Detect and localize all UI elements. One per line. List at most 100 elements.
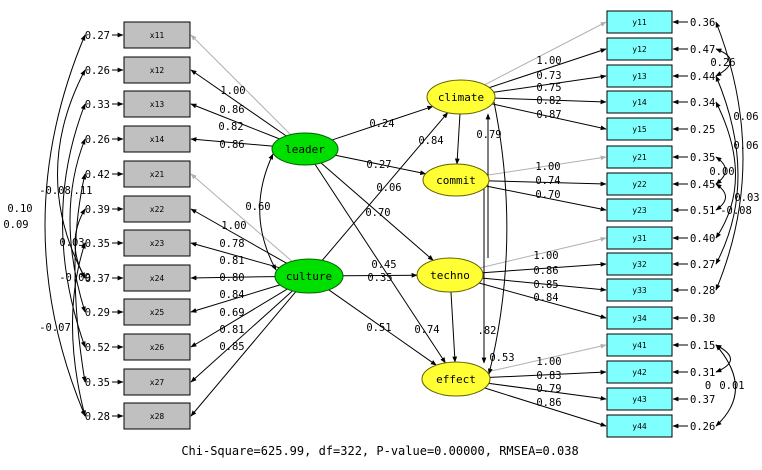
y-indicator-box-y44: y44 — [606, 414, 673, 438]
x-indicator-label: x21 — [150, 170, 165, 179]
y-indicator-rect — [606, 306, 673, 330]
latent-effect: effect — [421, 361, 491, 397]
latent-leader: leader — [271, 132, 339, 166]
fit-statistics: Chi-Square=625.99, df=322, P-value=0.000… — [181, 444, 578, 458]
loading-value-y21: 1.00 — [535, 161, 560, 173]
y-error-value: 0.45 — [690, 179, 715, 191]
y-indicator-label: y41 — [632, 341, 647, 350]
labels-layer: 0.270.260.330.260.420.390.350.370.290.52… — [3, 17, 759, 433]
loading-value-y41: 1.00 — [536, 356, 561, 368]
y-error-cov-1 — [715, 21, 744, 291]
y-indicator-rect — [606, 145, 673, 169]
loading-value-x26: 0.69 — [219, 307, 244, 319]
loading-arrow-techno-y33 — [482, 277, 607, 292]
loading-arrow-leader-x11 — [190, 34, 291, 135]
loading-arrow-leader-x12 — [190, 69, 287, 137]
loading-arrow-culture-x27 — [190, 290, 293, 383]
x-error-value: 0.42 — [85, 169, 110, 181]
loading-arrow-techno-y31 — [479, 236, 607, 269]
y-error-value: 0.15 — [690, 340, 715, 352]
x-error-cov-5 — [74, 173, 87, 383]
x-indicator-box-x22: x22 — [123, 195, 191, 223]
y-indicator-rect — [606, 198, 673, 222]
y-indicator-rect — [606, 226, 673, 250]
path-leader-commit — [335, 154, 427, 176]
loading-arrow-climate-y13 — [493, 74, 607, 93]
loading-value-x21: 1.00 — [221, 220, 246, 232]
latent-ellipse — [274, 258, 344, 294]
loading-value-y12: 0.73 — [536, 70, 561, 82]
y-error-value: 0.31 — [690, 367, 715, 379]
y-indicator-rect — [606, 360, 673, 384]
loading-value-y42: 0.83 — [536, 370, 561, 382]
loading-arrow-culture-x24 — [190, 275, 276, 281]
y-error-value: 0.51 — [690, 205, 715, 217]
x-indicator-box-x25: x25 — [123, 298, 191, 326]
loading-arrow-culture-x23 — [190, 242, 280, 269]
x-indicator-label: x11 — [150, 31, 165, 40]
path-culture-effect-value: 0.51 — [366, 322, 391, 334]
y-indicator-box-y22: y22 — [606, 172, 673, 196]
y-indicator-label: y42 — [632, 368, 647, 377]
y-error-cov-value-2: 0.06 — [733, 111, 758, 123]
loading-arrow-effect-y43 — [488, 382, 607, 401]
y-error-value: 0.27 — [690, 259, 715, 271]
loading-value-x27: 0.81 — [219, 324, 244, 336]
y-indicator-rect — [606, 10, 673, 34]
x-indicator-rect — [123, 298, 191, 326]
x-error-cov-4 — [69, 138, 86, 313]
path-leader-effect — [314, 163, 446, 364]
y-error-cov-value-7: 0.01 — [719, 380, 744, 392]
latent-ellipse — [416, 257, 484, 293]
y-indicator-label: y31 — [632, 234, 647, 243]
path-climate-commit-value: 0.84 — [418, 135, 443, 147]
y-error-cov-6 — [715, 183, 726, 211]
path-leader-climate — [332, 105, 434, 141]
y-indicator-box-y34: y34 — [606, 306, 673, 330]
y-error-cov-3 — [715, 75, 739, 265]
y-error-value: 0.40 — [690, 233, 715, 245]
loading-arrow-commit-y21 — [487, 155, 607, 176]
x-error-value: 0.35 — [85, 377, 110, 389]
x-error-value: 0.27 — [85, 30, 110, 42]
x-indicator-box-x12: x12 — [123, 56, 191, 84]
x-indicator-label: x13 — [150, 100, 165, 109]
y-indicator-label: y32 — [632, 260, 647, 269]
path-leader-techno — [320, 162, 434, 261]
loading-value-x28: 0.85 — [219, 341, 244, 353]
latent-label: leader — [285, 143, 325, 156]
loading-value-y13: 0.75 — [536, 82, 561, 94]
x-indicator-label: x25 — [150, 308, 165, 317]
y-indicator-box-y43: y43 — [606, 387, 673, 411]
x-indicator-rect — [123, 195, 191, 223]
y-indicator-rect — [606, 252, 673, 276]
y-indicator-label: y22 — [632, 180, 647, 189]
latent-techno: techno — [416, 257, 484, 293]
y-error-value: 0.30 — [690, 313, 715, 325]
path-leader-techno-value: 0.06 — [376, 182, 401, 194]
x-indicator-label: x22 — [150, 205, 165, 214]
x-error-cov-value-1: -0.08 — [39, 185, 71, 197]
x-indicator-rect — [123, 21, 191, 49]
loading-arrow-effect-y42 — [489, 369, 607, 378]
y-error-value: 0.26 — [690, 421, 715, 433]
y-indicator-label: y14 — [632, 98, 647, 107]
y-indicator-box-y32: y32 — [606, 252, 673, 276]
y-error-value: 0.28 — [690, 285, 715, 297]
x-indicator-rect — [123, 264, 191, 292]
loading-value-y11: 1.00 — [536, 55, 561, 67]
x-indicator-box-x24: x24 — [123, 264, 191, 292]
latent-label: effect — [436, 373, 476, 386]
loading-arrow-commit-y22 — [488, 180, 607, 187]
loading-value-y14: 0.82 — [536, 95, 561, 107]
latent-label: climate — [438, 91, 484, 104]
loading-arrow-climate-y15 — [491, 103, 607, 131]
path-techno-effect-value: 0.74 — [414, 324, 439, 336]
x-indicator-box-x21: x21 — [123, 160, 191, 188]
loading-value-x24: 0.80 — [219, 272, 244, 284]
path-culture-climate-value: 0.45 — [371, 259, 396, 271]
x-indicator-rect — [123, 402, 191, 430]
loading-arrow-climate-y14 — [494, 97, 607, 105]
path-climate-effect — [487, 101, 508, 375]
y-indicator-rect — [606, 172, 673, 196]
